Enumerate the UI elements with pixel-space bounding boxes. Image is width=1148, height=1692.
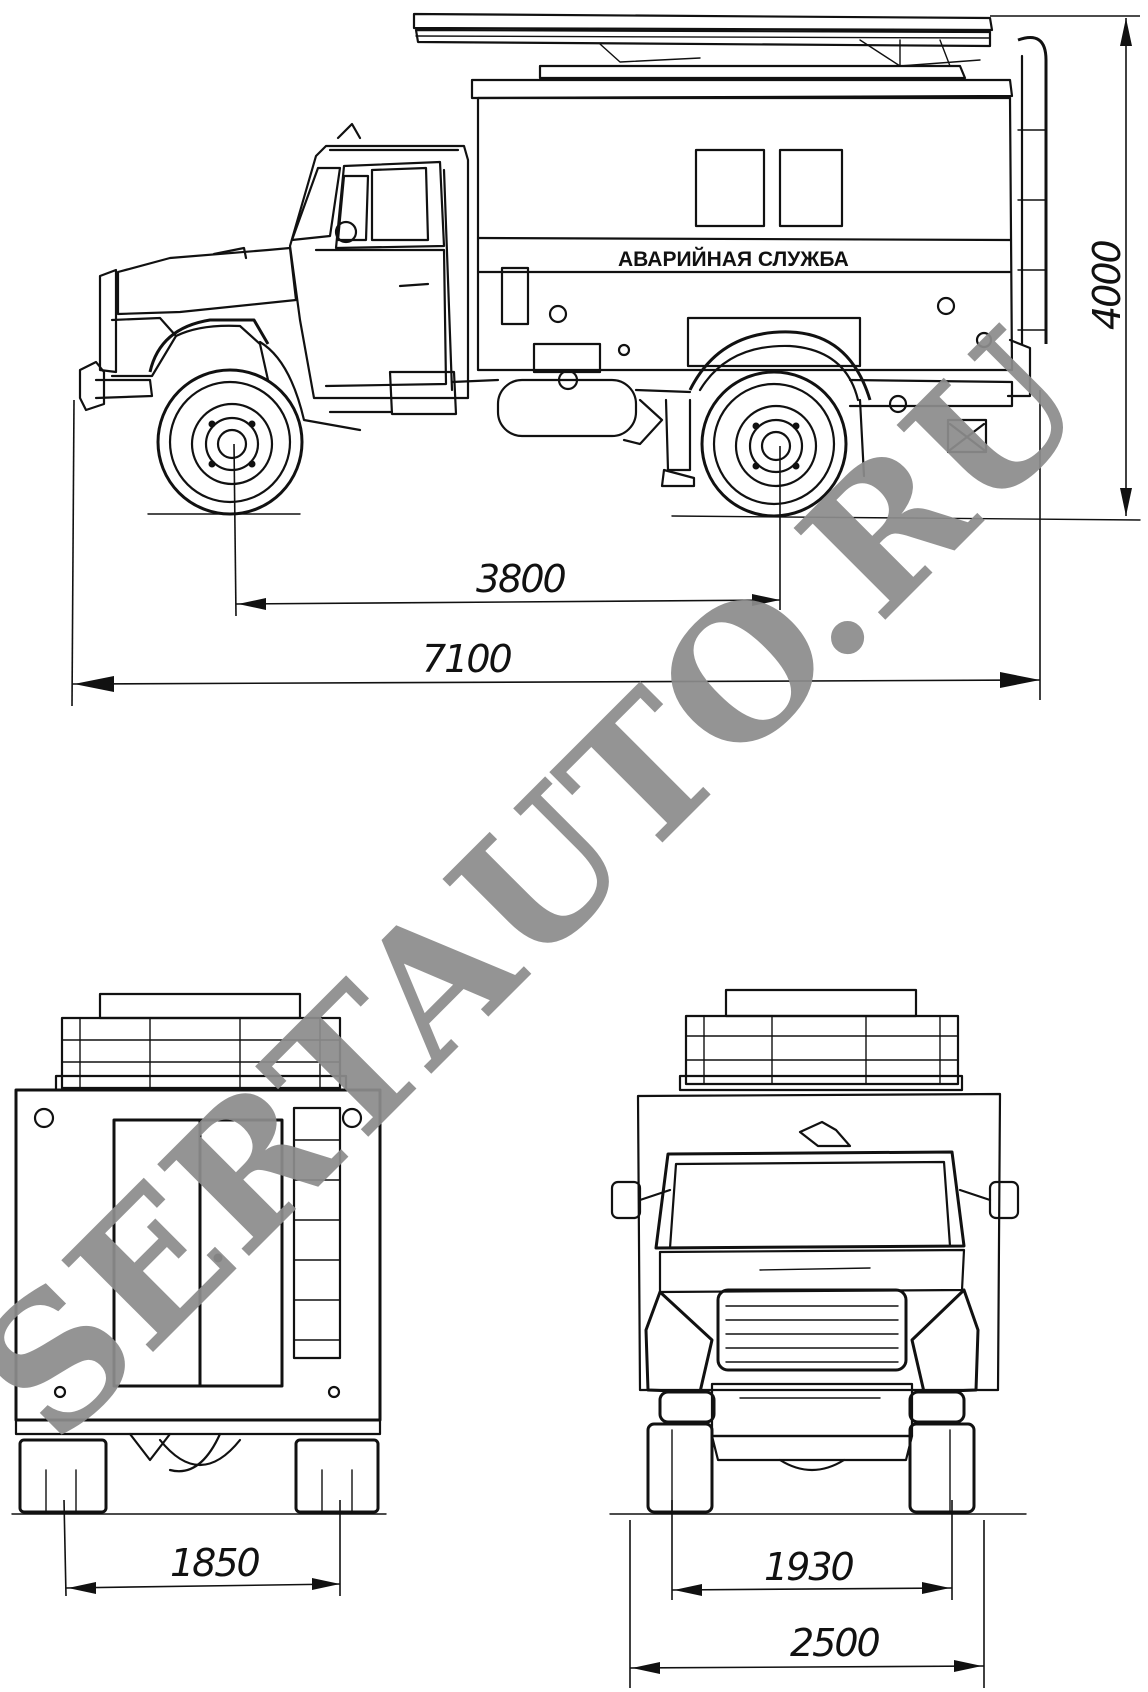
width-dimension: 2500 — [629, 1520, 985, 1688]
rear-track-dimension: 1850 — [63, 1499, 341, 1597]
roof-rack — [412, 12, 994, 80]
mirror-left — [610, 1180, 642, 1220]
front-view: 1930 2500 — [609, 988, 1027, 1688]
rear-wheel-right — [294, 1438, 380, 1514]
side-label: АВАРИЙНАЯ СЛУЖБА — [618, 247, 849, 271]
wheelbase-value: 3800 — [476, 557, 566, 601]
rear-track-value: 1850 — [170, 1541, 260, 1585]
height-value: 4000 — [1085, 240, 1129, 330]
mirror-right — [988, 1180, 1020, 1220]
hood — [78, 246, 362, 432]
front-track-dimension: 1930 — [671, 1500, 953, 1600]
chassis — [450, 342, 1014, 488]
length-dimension: 7100 — [71, 390, 1041, 707]
rear-wheel — [688, 330, 872, 518]
rear-wheel-left — [18, 1438, 108, 1514]
front-track-value: 1930 — [764, 1545, 854, 1589]
rear-view: 1850 — [11, 992, 387, 1597]
service-body: АВАРИЙНАЯ СЛУЖБА — [470, 36, 1048, 398]
front-wheel-right — [908, 1422, 976, 1514]
headlight-right — [908, 1390, 966, 1424]
front-cab — [654, 1150, 966, 1250]
wheelbase-dimension: 3800 — [233, 443, 781, 617]
headlight-left — [658, 1390, 716, 1424]
side-window — [778, 148, 844, 228]
length-value: 7100 — [422, 637, 512, 681]
side-window — [694, 148, 766, 228]
width-value: 2500 — [790, 1621, 880, 1665]
rear-door — [112, 1118, 284, 1388]
cab — [288, 122, 470, 416]
rear-ladder — [292, 1106, 342, 1360]
height-dimension: 4000 — [990, 15, 1140, 516]
front-wheel — [156, 368, 304, 516]
front-wheel-left — [646, 1422, 714, 1514]
grille — [716, 1288, 908, 1372]
side-view: АВАРИЙНАЯ СЛУЖБА — [71, 12, 1141, 707]
